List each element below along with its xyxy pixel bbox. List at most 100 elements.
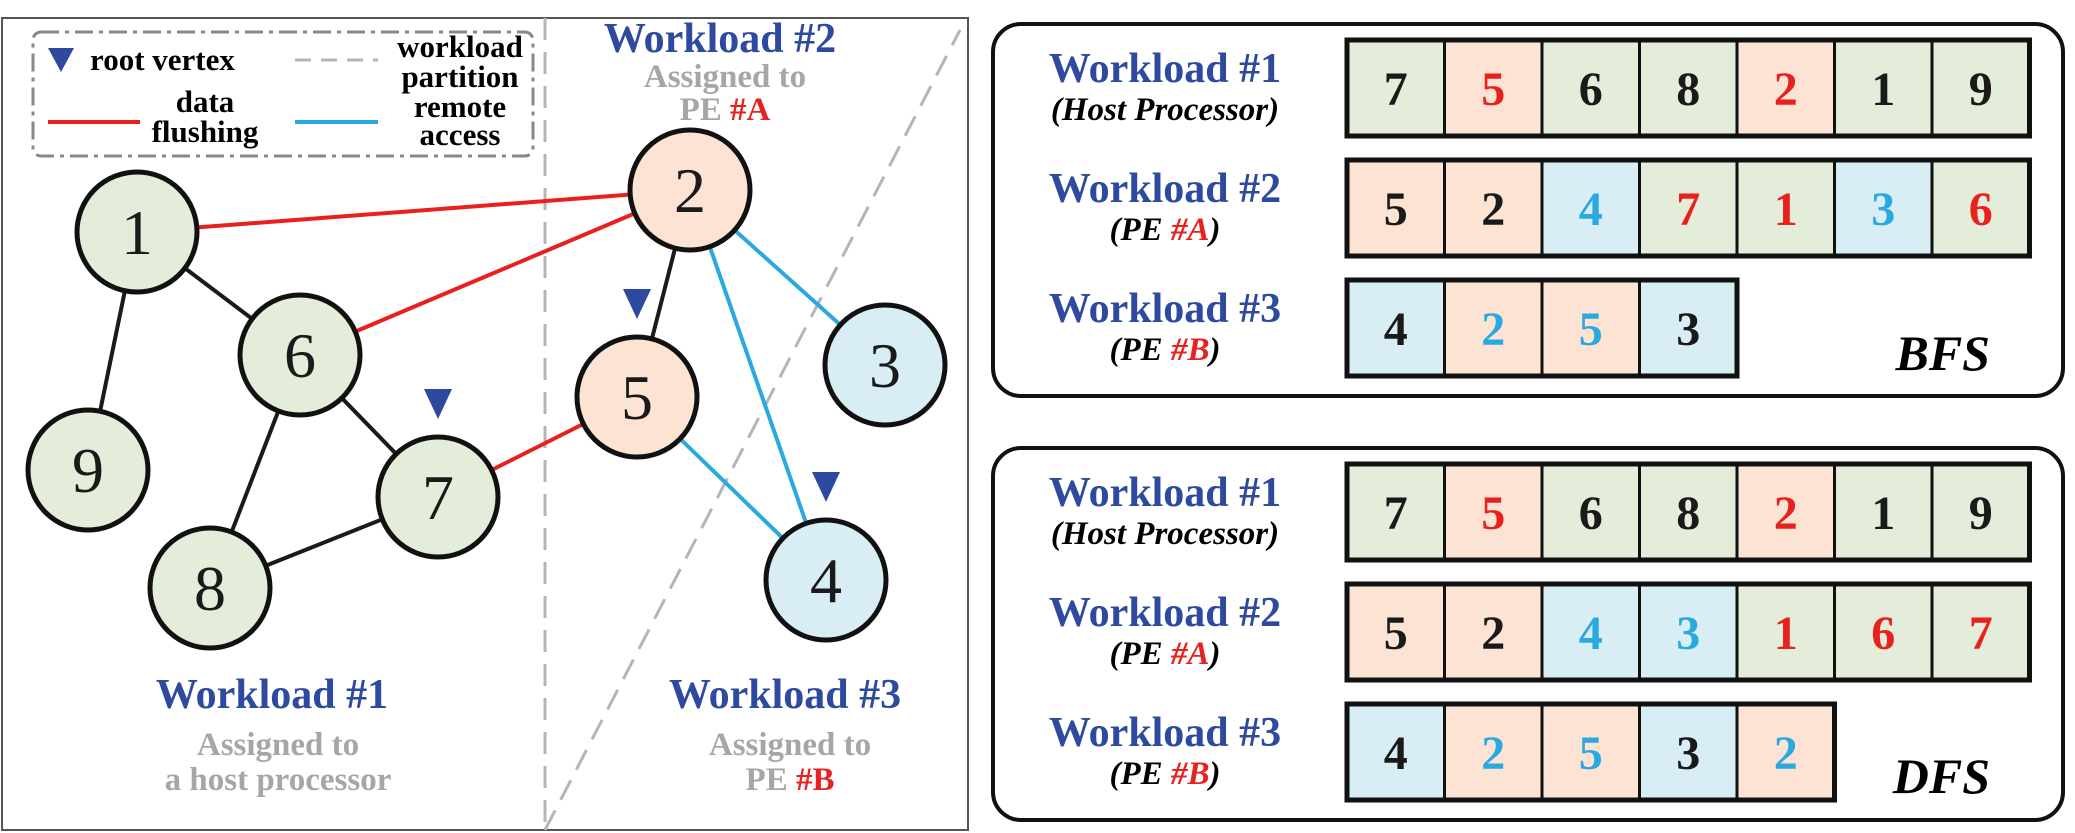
sequence-cell: 5 [1540, 704, 1640, 800]
root-vertex-marker-icon [424, 389, 452, 419]
cell-bg [1639, 584, 1737, 680]
graph-frame [1, 17, 969, 831]
vertex-circle [627, 127, 753, 253]
row-title: Workload #2 [1049, 590, 1281, 636]
row-title: Workload #3 [1049, 286, 1281, 332]
sequence-cell: 1 [1833, 40, 1932, 136]
sequence-cell: 3 [1638, 280, 1737, 376]
row-border [1344, 37, 2032, 139]
workload2-assigned: Assigned to [644, 59, 806, 95]
sequence-cell: 5 [1540, 280, 1640, 376]
row-subtitle: (PE #A) [1110, 636, 1221, 672]
cell-value: 3 [1871, 183, 1895, 236]
sequence-cell: 7 [1930, 584, 2030, 680]
cell-value: 4 [1579, 183, 1603, 236]
cell-bg [1347, 584, 1445, 680]
row-subtitle: (Host Processor) [1051, 92, 1279, 128]
row-subtitle: (PE #B) [1110, 332, 1221, 368]
cell-bg [1444, 704, 1542, 800]
cell-bg [1542, 160, 1640, 256]
edge-2-4-remote [688, 189, 828, 581]
cell-value: 2 [1481, 183, 1505, 236]
cell-bg [1444, 40, 1542, 136]
legend-root-label: root vertex [90, 42, 235, 77]
vertex-3: 3 [822, 302, 948, 428]
cell-bg [1444, 464, 1542, 560]
sequence-cell: 8 [1638, 40, 1737, 136]
cell-bg [1542, 584, 1640, 680]
cell-value: 6 [1871, 607, 1895, 660]
legend-flush-label-1: data [176, 84, 235, 119]
bfs-frame [991, 22, 2065, 398]
sequence-cell: 1 [1833, 464, 1932, 560]
legend-remote-label-1: remote [414, 89, 506, 124]
vertex-circle [375, 434, 501, 560]
row-border [1344, 277, 1740, 379]
edge-6-2-flush [299, 188, 691, 357]
workload3-pe: PE #B [746, 762, 835, 798]
cell-bg [1737, 40, 1835, 136]
cell-value: 1 [1774, 607, 1798, 660]
sequence-cell: 9 [1930, 464, 2030, 560]
cell-bg [1932, 160, 2030, 256]
cell-bg [1834, 160, 1932, 256]
cell-bg [1834, 584, 1932, 680]
partition-line-diagonal [543, 29, 962, 831]
cell-value: 7 [1676, 183, 1700, 236]
cell-value: 6 [1579, 487, 1603, 540]
row-subtitle: (Host Processor) [1051, 516, 1279, 552]
cell-bg [1639, 464, 1737, 560]
cell-bg [1347, 280, 1445, 376]
cell-bg [1737, 464, 1835, 560]
cell-value: 7 [1969, 607, 1993, 660]
row-title: Workload #3 [1049, 710, 1281, 756]
sequence-cell: 2 [1735, 40, 1835, 136]
cell-value: 6 [1969, 183, 1993, 236]
cell-value: 2 [1481, 607, 1505, 660]
cell-value: 5 [1579, 303, 1603, 356]
vertex-circle [25, 407, 151, 533]
vertex-label: 6 [284, 320, 316, 391]
cell-bg [1639, 160, 1737, 256]
cell-bg [1542, 40, 1640, 136]
vertex-circle [763, 517, 889, 643]
cell-value: 5 [1384, 183, 1408, 236]
sequence-cell: 2 [1443, 280, 1542, 376]
sequence-cell: 6 [1540, 40, 1640, 136]
cell-bg [1444, 160, 1542, 256]
vertex-label: 1 [121, 197, 153, 268]
workload1-assigned: Assigned to [197, 727, 359, 763]
cell-bg [1932, 584, 2030, 680]
sequence-cell: 3 [1638, 584, 1737, 680]
cell-bg [1932, 464, 2030, 560]
vertex-circle [574, 334, 700, 460]
cell-bg [1542, 464, 1640, 560]
row-border [1344, 581, 2032, 683]
cell-value: 3 [1676, 303, 1700, 356]
cell-value: 1 [1774, 183, 1798, 236]
vertex-label: 9 [72, 435, 104, 506]
sequence-cell: 1 [1735, 160, 1835, 256]
vertex-circle [74, 169, 200, 295]
root-vertex-marker-icon [623, 289, 651, 319]
cell-value: 5 [1481, 63, 1505, 116]
vertex-label: 4 [810, 545, 842, 616]
cell-value: 3 [1676, 727, 1700, 780]
vertex-circle [147, 525, 273, 651]
bfs-label: BFS [1894, 325, 1990, 381]
cell-value: 2 [1774, 727, 1798, 780]
cell-value: 9 [1969, 487, 1993, 540]
row-title: Workload #1 [1049, 46, 1281, 92]
cell-bg [1932, 40, 2030, 136]
dfs-label: DFS [1892, 748, 1990, 804]
cell-bg [1347, 464, 1445, 560]
root-vertex-marker-icon [812, 472, 840, 502]
workload1-title: Workload #1 [156, 672, 388, 718]
legend-root-triangle-icon [48, 48, 74, 72]
cell-bg [1737, 584, 1835, 680]
